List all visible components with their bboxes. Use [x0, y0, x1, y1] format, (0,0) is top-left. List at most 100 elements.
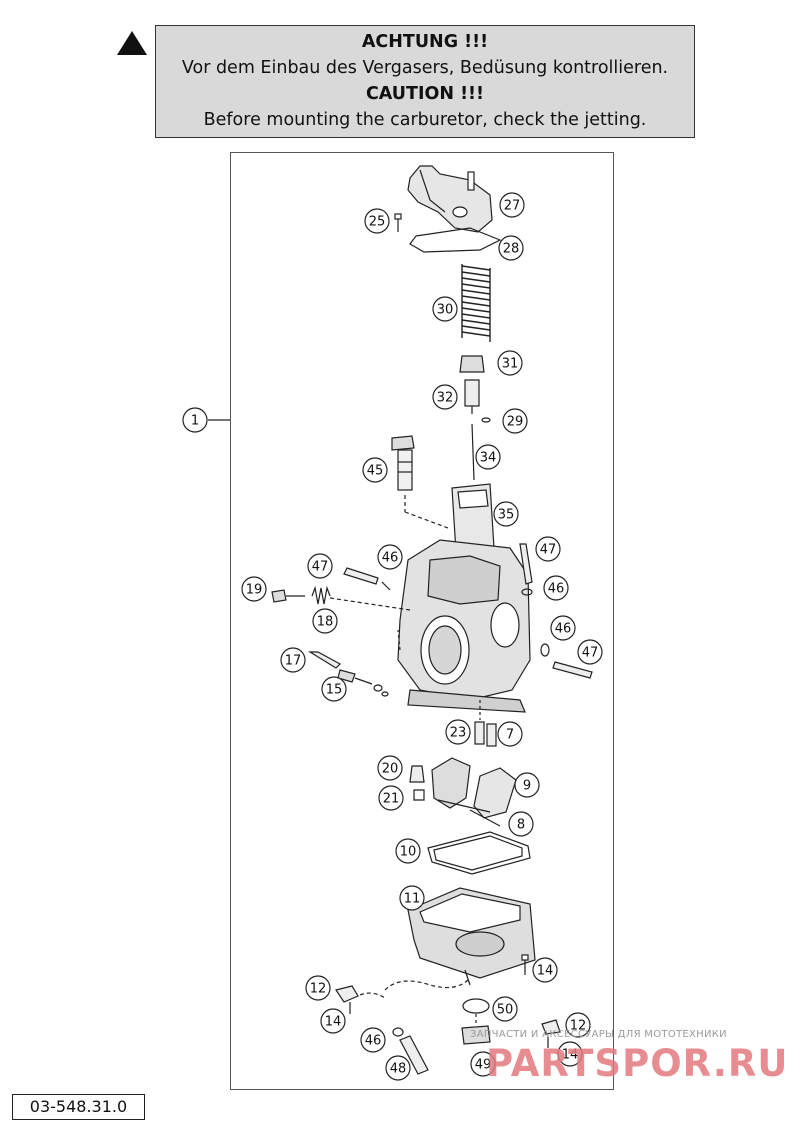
callout-46: 46 [377, 544, 403, 570]
callout-label: 47 [582, 646, 599, 661]
callout-circle [470, 1051, 496, 1077]
callout-12: 12 [305, 975, 331, 1001]
callout-label: 49 [475, 1058, 492, 1073]
callout-circle [280, 647, 306, 673]
callout-25: 25 [364, 208, 390, 234]
callout-label: 25 [369, 215, 386, 230]
callout-label: 8 [517, 818, 525, 833]
callout-label: 30 [437, 303, 454, 318]
callout-50: 50 [492, 996, 518, 1022]
callout-circle [445, 719, 471, 745]
callout-circle [543, 575, 569, 601]
callout-label: 35 [498, 508, 515, 523]
callout-circle [360, 1027, 386, 1053]
callout-circle [557, 1041, 583, 1067]
callout-circle [241, 576, 267, 602]
callout-label: 12 [570, 1019, 587, 1034]
callout-31: 31 [497, 350, 523, 376]
callout-1: 1 [182, 407, 208, 433]
callout-47: 47 [535, 536, 561, 562]
callout-7: 7 [497, 721, 523, 747]
callout-circle [565, 1012, 591, 1038]
callout-label: 17 [285, 654, 302, 669]
callout-18: 18 [312, 608, 338, 634]
diagram-frame [230, 152, 614, 1090]
caution-notice: ACHTUNG !!! Vor dem Einbau des Vergasers… [155, 25, 695, 138]
callout-circle [377, 755, 403, 781]
callout-circle [432, 296, 458, 322]
callout-27: 27 [499, 192, 525, 218]
callout-label: 12 [310, 982, 327, 997]
callout-circle [305, 975, 331, 1001]
callout-11: 11 [399, 885, 425, 911]
callout-49: 49 [470, 1051, 496, 1077]
callout-label: 31 [502, 357, 519, 372]
callout-label: 14 [562, 1048, 579, 1063]
callout-label: 19 [246, 583, 263, 598]
callout-circle [532, 957, 558, 983]
callout-circle [499, 192, 525, 218]
callout-14: 14 [320, 1008, 346, 1034]
callout-label: 29 [507, 415, 524, 430]
callout-circle [508, 811, 534, 837]
callout-32: 32 [432, 384, 458, 410]
callout-circle [535, 536, 561, 562]
callout-circle [399, 885, 425, 911]
callout-23: 23 [445, 719, 471, 745]
caution-title-de: ACHTUNG !!! [361, 32, 489, 52]
callout-circle [498, 235, 524, 261]
callout-circle [395, 838, 421, 864]
warning-triangle-icon [117, 31, 147, 55]
callout-28: 28 [498, 235, 524, 261]
callout-8: 8 [508, 811, 534, 837]
callout-label: 23 [450, 726, 467, 741]
callout-14: 14 [557, 1041, 583, 1067]
callout-label: 48 [390, 1062, 407, 1077]
callout-circle [497, 350, 523, 376]
callout-45: 45 [362, 457, 388, 483]
callout-label: 46 [548, 582, 565, 597]
callout-35: 35 [493, 501, 519, 527]
callout-label: 50 [497, 1003, 514, 1018]
callout-label: 10 [400, 845, 417, 860]
callout-circle [320, 1008, 346, 1034]
callout-30: 30 [432, 296, 458, 322]
caution-text-en: Before mounting the carburetor, check th… [203, 110, 647, 130]
callout-group: 1 25 27 28 30 31 32 29 34 45 35 47 46 47 46 19 18 46 47 17 1… [182, 192, 603, 1081]
callout-circle [514, 772, 540, 798]
callout-circle [550, 615, 576, 641]
callout-label: 18 [317, 615, 334, 630]
callout-circle [364, 208, 390, 234]
callout-circle [378, 785, 404, 811]
callout-10: 10 [395, 838, 421, 864]
callout-46: 46 [360, 1027, 386, 1053]
callout-label: 7 [506, 728, 514, 743]
diagram-part-code: 03-548.31.0 [12, 1094, 145, 1120]
callout-circle [493, 501, 519, 527]
callout-12: 12 [565, 1012, 591, 1038]
callout-circle [307, 553, 333, 579]
callout-label: 34 [480, 451, 497, 466]
caution-text-de: Vor dem Einbau des Vergasers, Bedüsung k… [181, 58, 669, 78]
callout-15: 15 [321, 676, 347, 702]
callout-19: 19 [241, 576, 267, 602]
callout-circle [377, 544, 403, 570]
callout-46: 46 [550, 615, 576, 641]
callout-circle [182, 407, 208, 433]
callout-48: 48 [385, 1055, 411, 1081]
callout-14: 14 [532, 957, 558, 983]
callout-circle [362, 457, 388, 483]
callout-label: 46 [555, 622, 572, 637]
callout-label: 21 [383, 792, 400, 807]
callout-47: 47 [577, 639, 603, 665]
callout-circle [432, 384, 458, 410]
callout-29: 29 [502, 408, 528, 434]
callout-label: 47 [312, 560, 329, 575]
callout-label: 46 [382, 551, 399, 566]
watermark-subtitle: ЗАПЧАСТИ И АКСЕССУАРЫ ДЛЯ МОТОТЕХНИКИ [470, 1029, 727, 1040]
callout-circle [577, 639, 603, 665]
callout-label: 9 [523, 779, 531, 794]
callout-label: 45 [367, 464, 384, 479]
callout-label: 27 [504, 199, 521, 214]
callout-46: 46 [543, 575, 569, 601]
